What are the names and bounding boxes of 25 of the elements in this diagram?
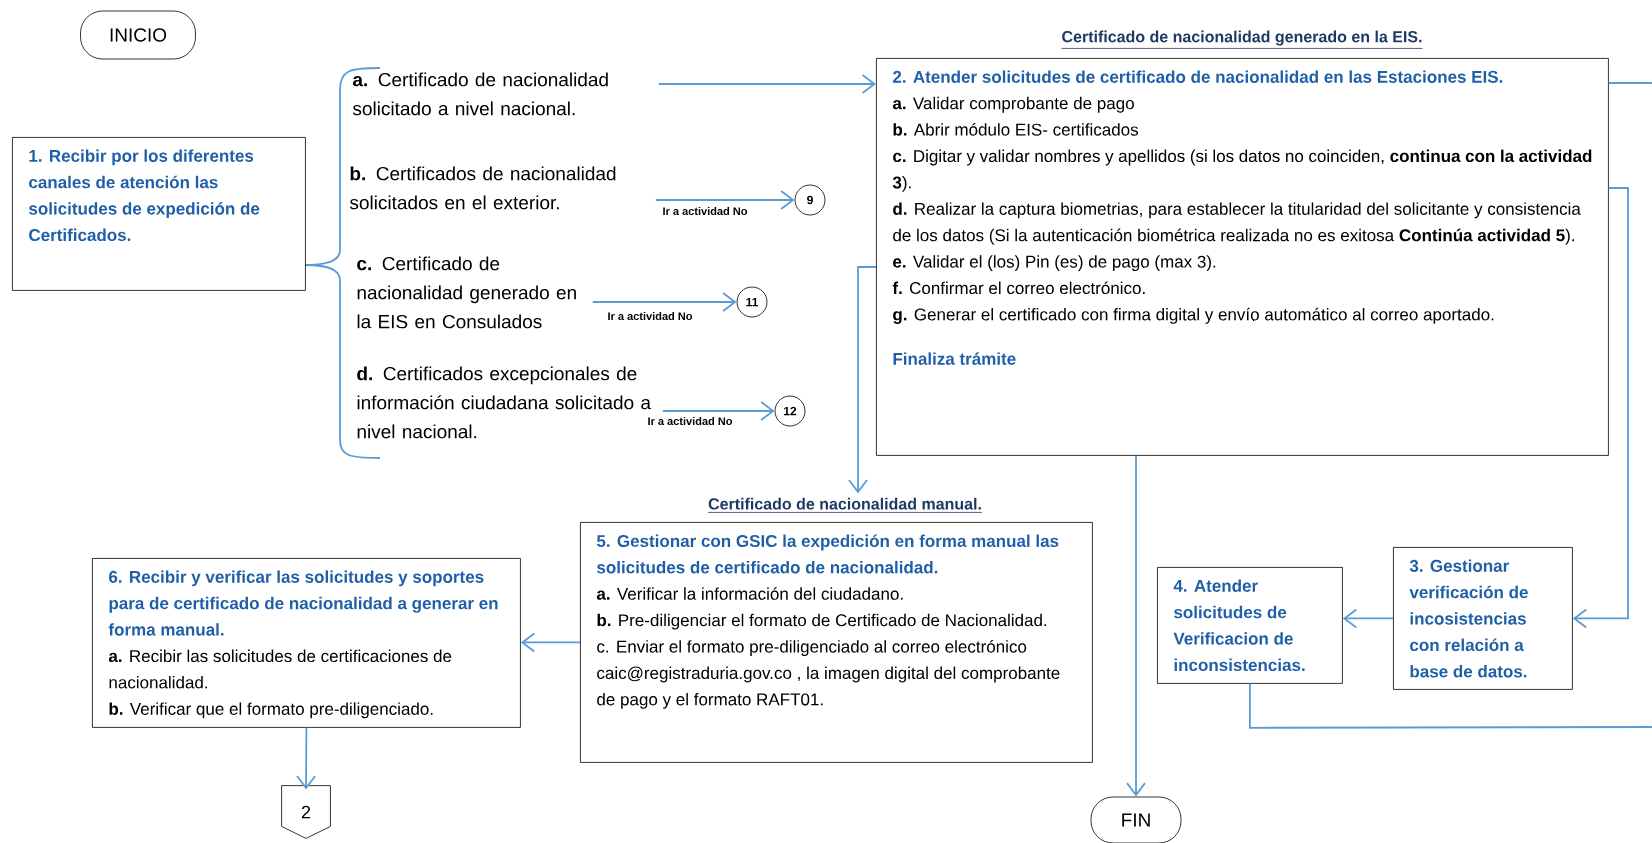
arrow — [654, 190, 795, 210]
arrow — [661, 401, 775, 421]
option-text: c. Certificado de nacionalidad generado en la EIS en Consulados — [357, 256, 576, 329]
process-box: Certificado de nacionalidad generado en la EIS. 2. Atender solicitudes de certificado de nacionalidad en las Estaciones EIS. a. Validar comprobante de pago b. Abrir módulo EIS- certificados c. Digitar y validar nombres y apellidos (si los datos no coinciden, continua con la actividad 3). d. Realizar la captura biometrias, para establecer la titularidad del solicitante y consistencia de los datos (Si la autenticación biométrica realizada no es exitosa Continúa actividad 5). e. Validar el (los) Pin (es) de pago (max 3). f. Confirmar el correo electrónico. g. Generar el certificado con firma digital y envío automático al correo aportado. Finaliza trámite — [876, 30, 1609, 456]
option-text: b. Certificados de nacionalidad solicitados en el exterior. — [349, 166, 616, 210]
node-label: Certificado de nacionalidad generado en la EIS. — [1062, 30, 1422, 46]
off-page-connector: 2 — [281, 785, 331, 839]
process-box: 3. Gestionar verificación de incosistencias con relación a base de datos. — [1393, 547, 1573, 690]
process-box: 4. Atender solicitudes de Verificacion de inconsistencias. — [1157, 567, 1343, 684]
arrow — [591, 292, 737, 312]
arrow — [657, 74, 876, 94]
process-box: 1. Recibir por los diferentes canales de atención las solicitudes de expedición de Certificados. — [12, 137, 306, 291]
edge-label: Ir a actividad No — [605, 309, 695, 323]
arrow — [1126, 454, 1146, 797]
arrow — [520, 632, 581, 653]
edge-label: Ir a actividad No — [645, 415, 735, 428]
process-box: 6. Recibir y verificar las solicitudes y soportes para de certificado de nacionalidad a generar en forma manual. a. Recibir las solicitudes de certificaciones de nacionalidad. b. Verificar que el formato pre-diligenciado. — [92, 558, 521, 728]
process-box: Certificado de nacionalidad manual. 5. Gestionar con GSIC la expedición en forma manual las solicitudes de certificado de nacionalidad. a. Verificar la información del ciudadano. b. Pre-diligenciar el formato de Certificado de Nacionalidad. c. Enviar el formato pre-diligenciado al correo electrónico caic@registraduria.gov.co , la imagen digital del comprobante de pago y el formato RAFT01. — [580, 497, 1093, 763]
node-label: Certificado de nacionalidad manual. — [708, 497, 981, 510]
arrow — [1342, 608, 1394, 629]
option-text: a. Certificado de nacionalidad solicitado a nivel nacional. — [352, 72, 608, 116]
arrow — [848, 266, 877, 494]
arrow — [296, 726, 316, 790]
arrow — [1572, 187, 1629, 629]
edge-label: Ir a actividad No — [660, 204, 750, 218]
